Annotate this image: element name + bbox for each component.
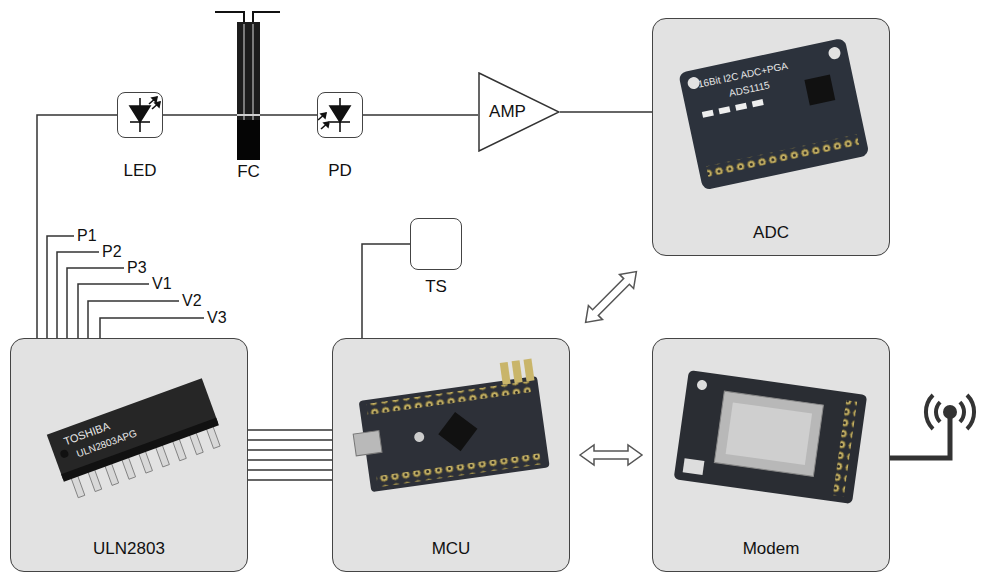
component-box: TS [410,218,462,270]
component-label: Modem [653,539,889,559]
panel-ground [652,338,890,572]
control-wires [47,236,204,338]
data-link-arrow [586,272,637,323]
wire-connector [248,449,332,451]
triangle-outline [479,73,559,151]
amplifier-triangle: AMP [478,72,560,152]
signal-name: P3 [127,259,147,277]
component-box: MCU [332,338,570,572]
wire-connector [248,439,332,441]
panel-ground [10,338,248,572]
component-label: FC [237,162,260,182]
component-label: ULN2803 [11,539,247,559]
component-label: AMP [478,102,537,122]
wire-connector [248,469,332,471]
data-link-arrow [580,445,642,465]
component-box: PD [317,92,363,138]
signal-name: V3 [207,309,227,327]
adc-board-photo [678,38,869,191]
modem-board-photo [674,370,868,504]
chip-photo [47,378,226,500]
wire-connector [363,114,478,116]
mcu-board-photo [346,358,549,493]
component-box: FC [237,22,260,160]
component-label: ADC [653,223,889,243]
signal-name: P2 [102,243,122,261]
wire-connector [248,459,332,461]
led-symbol [130,97,160,132]
wire-connector [37,115,117,338]
component-label: PD [328,161,352,181]
component-label: TS [425,277,447,297]
panel-ground [652,18,890,256]
component-label: MCU [333,539,569,559]
wire-connector [260,114,317,116]
wire-connector [248,429,332,431]
photodiode-symbol [318,98,350,132]
signal-name: P1 [77,227,97,245]
antenna-symbol [890,395,974,458]
component-box: ULN2803 [10,338,248,572]
signal-name: V2 [182,292,202,310]
panel-ground [332,338,570,572]
wire-connector [560,111,652,113]
component-label: LED [123,161,156,181]
wire-connector [163,114,237,116]
flow-cell [215,12,280,160]
component-box: Modem [652,338,890,572]
wire-connector [248,479,332,481]
signal-name: V1 [152,275,172,293]
component-box: LED [117,92,163,138]
wire-connector [362,244,410,338]
component-box: ADC [652,18,890,256]
